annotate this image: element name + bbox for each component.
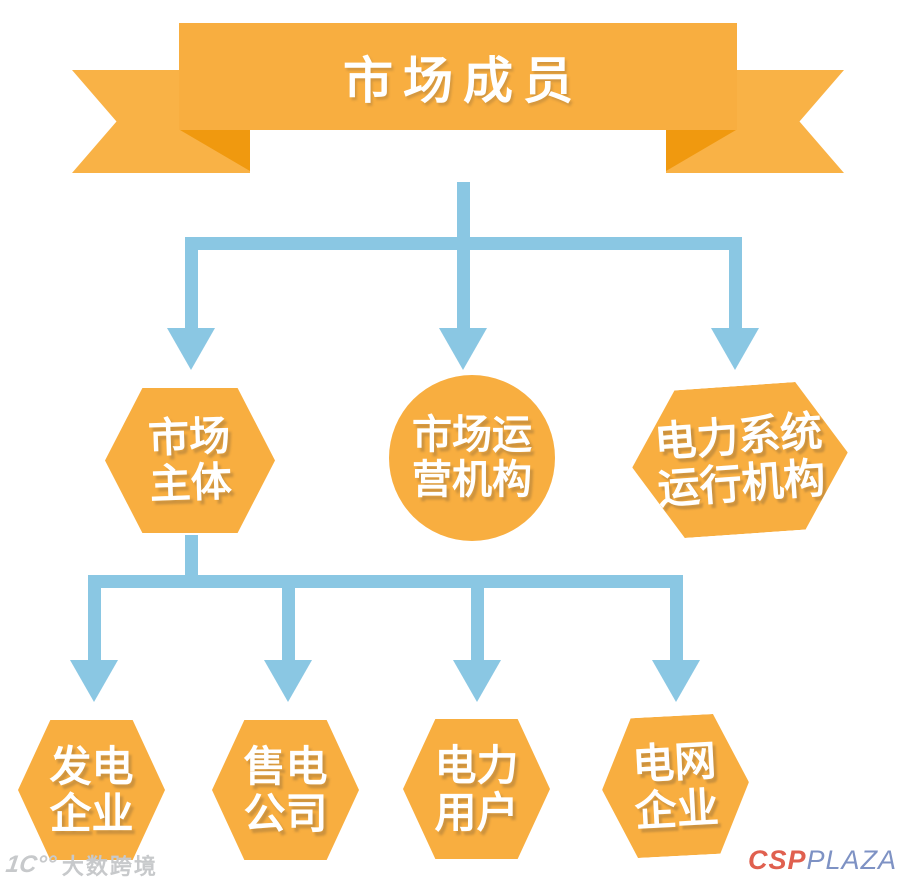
l2-connector-drop-4 xyxy=(670,587,683,662)
node-label-line: 营机构 xyxy=(412,458,532,502)
node-market-operation-org: 市场运 营机构 xyxy=(389,375,555,541)
arrow-down-icon xyxy=(711,328,759,370)
banner-title: 市场成员 xyxy=(343,52,583,109)
arrow-down-icon xyxy=(70,660,118,702)
arrow-down-icon xyxy=(453,660,501,702)
csp-logo-text: CSP xyxy=(748,845,807,875)
node-electricity-retail-company: 售电 公司 xyxy=(212,720,359,860)
arrow-down-icon xyxy=(652,660,700,702)
watermark-dashu: 1C°° 大数跨境 xyxy=(4,849,158,881)
l1-connector-drop-middle xyxy=(457,250,470,330)
watermark-csp-plaza: CSPPLAZA xyxy=(748,845,897,876)
arrow-down-icon xyxy=(439,328,487,370)
node-label-line: 市场 xyxy=(147,412,231,462)
node-label-line: 发电 xyxy=(49,742,134,790)
node-label-line: 电力 xyxy=(434,741,519,789)
node-label: 售电 公司 xyxy=(243,743,327,837)
watermark-dashu-text: 大数跨境 xyxy=(61,854,158,879)
l2-connector-bar xyxy=(88,575,683,588)
node-label: 电力 用户 xyxy=(434,742,518,836)
arrow-down-icon xyxy=(167,328,215,370)
l2-connector-stem xyxy=(185,535,198,587)
node-label: 电力系统 运行机构 xyxy=(653,407,827,513)
node-label-line: 用户 xyxy=(434,789,519,836)
l1-connector-drop-left xyxy=(185,250,198,330)
node-power-user: 电力 用户 xyxy=(403,719,550,859)
node-label-line: 主体 xyxy=(148,458,233,507)
node-market-subject: 市场 主体 xyxy=(105,388,275,533)
arrow-down-icon xyxy=(264,660,312,702)
dashu-logo-icon: 1C°° xyxy=(4,851,58,878)
node-power-system-operation-org: 电力系统 运行机构 xyxy=(627,379,853,542)
l2-connector-drop-3 xyxy=(471,587,484,662)
l2-connector-drop-1 xyxy=(88,587,101,662)
node-label: 电网 企业 xyxy=(631,737,720,835)
l2-connector-drop-2 xyxy=(282,587,295,662)
node-label-line: 企业 xyxy=(49,790,134,837)
node-label: 发电 企业 xyxy=(49,743,133,837)
plaza-logo-text: PLAZA xyxy=(806,845,898,875)
node-label: 市场运 营机构 xyxy=(412,413,532,503)
node-label: 市场 主体 xyxy=(147,412,233,508)
node-label-line: 电网 xyxy=(631,736,718,789)
node-label-line: 企业 xyxy=(633,783,720,836)
banner-ribbon-body xyxy=(179,23,737,130)
l1-connector-bar xyxy=(185,237,742,250)
node-generation-enterprise: 发电 企业 xyxy=(18,720,165,860)
node-label-line: 公司 xyxy=(243,790,328,837)
node-grid-enterprise: 电网 企业 xyxy=(598,712,752,860)
l1-connector-stem xyxy=(457,182,470,250)
node-label-line: 售电 xyxy=(243,742,328,790)
l1-connector-drop-right xyxy=(729,250,742,330)
node-label-line: 市场运 xyxy=(412,413,532,458)
